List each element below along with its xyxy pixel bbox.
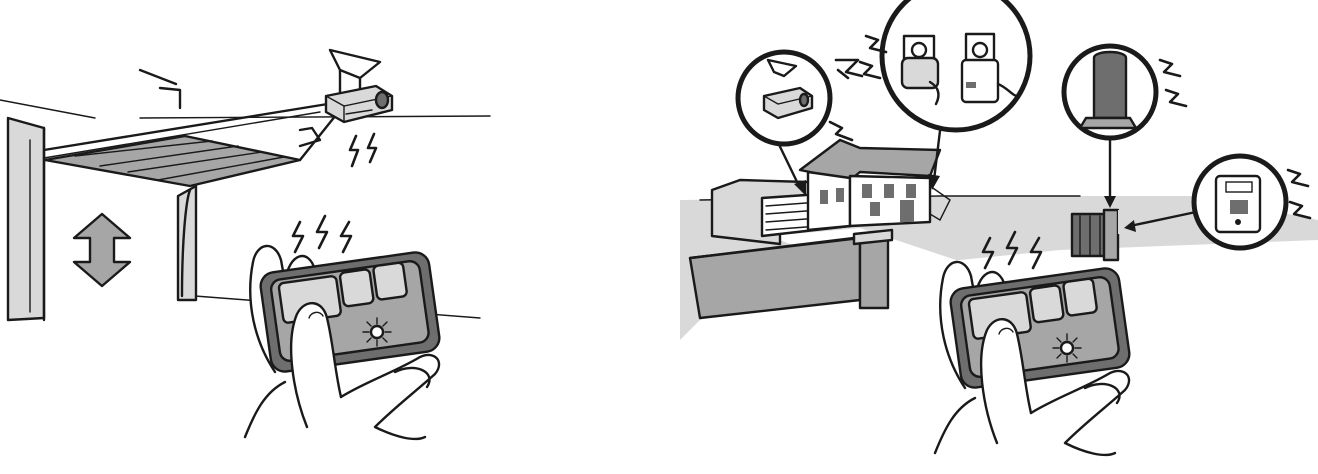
house	[800, 140, 950, 230]
garage-door-opener-scene	[0, 50, 490, 439]
lightning-bolt-icon	[368, 134, 376, 162]
light-control-callout	[860, 0, 1030, 130]
gate-operator-callout	[1064, 46, 1186, 138]
hand-held-remote	[245, 216, 441, 439]
lightning-bolt-icon	[350, 136, 358, 166]
garage-wall	[8, 118, 44, 320]
home-automation-scene	[680, 0, 1318, 455]
garage-door-opener	[326, 50, 392, 122]
hand-held-remote	[935, 232, 1131, 455]
garage-door-opener-callout	[738, 52, 862, 144]
double-arrow-icon	[74, 214, 130, 286]
